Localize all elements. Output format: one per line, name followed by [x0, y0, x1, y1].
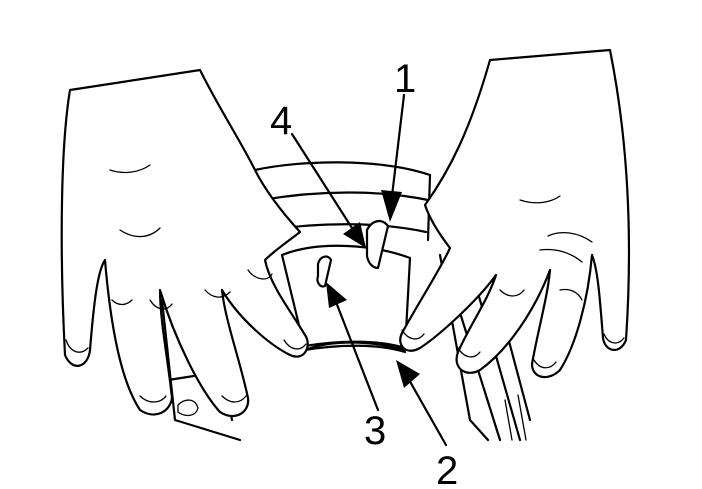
callout-1: 1: [394, 57, 416, 101]
arrowhead-4: [343, 222, 366, 248]
arrowhead-1: [381, 190, 402, 222]
left-hand: [60, 68, 309, 418]
callout-4: 4: [270, 99, 292, 143]
arrowhead-3: [326, 282, 347, 308]
callout-3: 3: [364, 409, 386, 453]
bearing-shell: [280, 244, 412, 354]
leader-line-1: [390, 93, 406, 198]
arrowhead-2: [396, 360, 420, 388]
callout-2: 2: [436, 449, 458, 489]
right-hand: [399, 48, 631, 379]
leader-line-2: [406, 376, 448, 447]
leader-lines: [290, 93, 448, 447]
leader-line-4: [290, 132, 354, 230]
locating-tabs: [316, 220, 390, 288]
leader-line-3: [334, 300, 380, 412]
